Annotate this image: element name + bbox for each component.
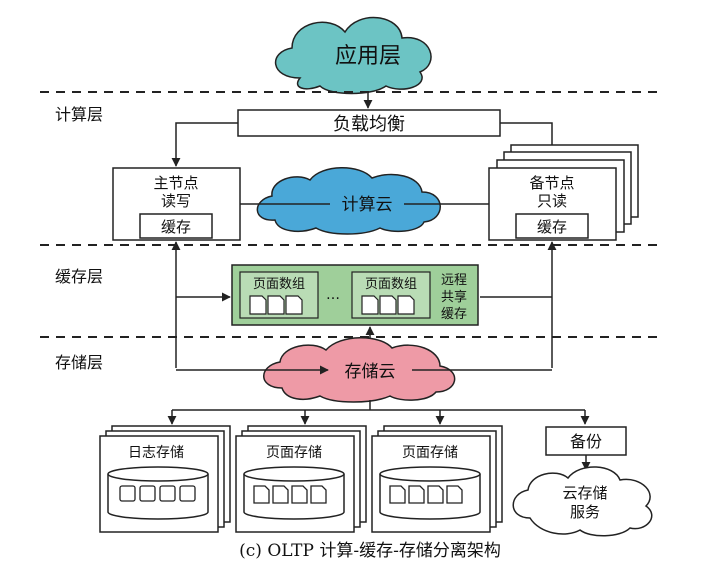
page-group-label-2: 页面数组 — [365, 277, 417, 292]
page-storage-label-2: 页面存储 — [402, 445, 458, 461]
remote-shared-cache: 页面数组 … 页面数组 远程 共享 缓存 — [231, 264, 479, 326]
app-layer-cloud: 应用层 — [274, 16, 432, 95]
disk-cylinder-icon — [107, 466, 209, 520]
app-layer-label: 应用层 — [335, 44, 401, 69]
load-balancer-label: 负载均衡 — [333, 114, 405, 135]
standby-cache-label: 缓存 — [537, 218, 567, 236]
standby-node-title: 备节点 — [529, 174, 574, 192]
page-storage-stack-2: 页面存储 — [371, 425, 503, 533]
primary-node-title: 主节点 — [153, 174, 198, 192]
ellipsis-label: … — [326, 287, 340, 303]
primary-node: 主节点 读写 缓存 — [112, 167, 241, 241]
cache-layer-label: 缓存层 — [55, 267, 103, 286]
storage-cloud: 存储云 — [176, 337, 552, 403]
backup-label: 备份 — [570, 432, 602, 451]
primary-cache-label: 缓存 — [161, 218, 191, 236]
compute-cloud-label: 计算云 — [342, 195, 393, 215]
standby-node-mode: 只读 — [537, 192, 567, 210]
page-icons-2 — [361, 295, 415, 315]
load-balancer-box — [237, 109, 501, 137]
cloud-storage-service: 云存储 服务 — [512, 466, 653, 537]
log-storage-label: 日志存储 — [128, 445, 184, 461]
remote-cache-label-2: 共享 — [441, 289, 467, 305]
compute-layer-label: 计算层 — [55, 105, 103, 124]
cloud-storage-label-1: 云存储 — [562, 484, 607, 502]
compute-cloud: 计算云 — [240, 167, 489, 235]
page-storage-label-1: 页面存储 — [266, 445, 322, 461]
page-icons-1 — [249, 295, 303, 315]
log-storage-stack: 日志存储 — [99, 425, 231, 533]
standby-node-stack: 备节点 只读 缓存 — [488, 144, 639, 241]
cloud-storage-label-2: 服务 — [570, 503, 600, 521]
primary-node-mode: 读写 — [161, 192, 191, 210]
standby-cache-box — [515, 213, 589, 239]
remote-cache-label-1: 远程 — [441, 273, 467, 288]
primary-cache-box — [139, 213, 213, 239]
arrow-lb-to-primary — [171, 122, 238, 167]
page-group-label-1: 页面数组 — [253, 277, 305, 292]
page-storage-stack-1: 页面存储 — [235, 425, 367, 533]
storage-cloud-label: 存储云 — [345, 362, 396, 382]
remote-cache-label-3: 缓存 — [441, 307, 467, 322]
storage-layer-label: 存储层 — [55, 353, 103, 372]
disk-cylinder-icon — [243, 466, 345, 520]
figure-caption: (c) OLTP 计算-缓存-存储分离架构 — [239, 541, 501, 561]
disk-cylinder-icon — [379, 466, 481, 520]
